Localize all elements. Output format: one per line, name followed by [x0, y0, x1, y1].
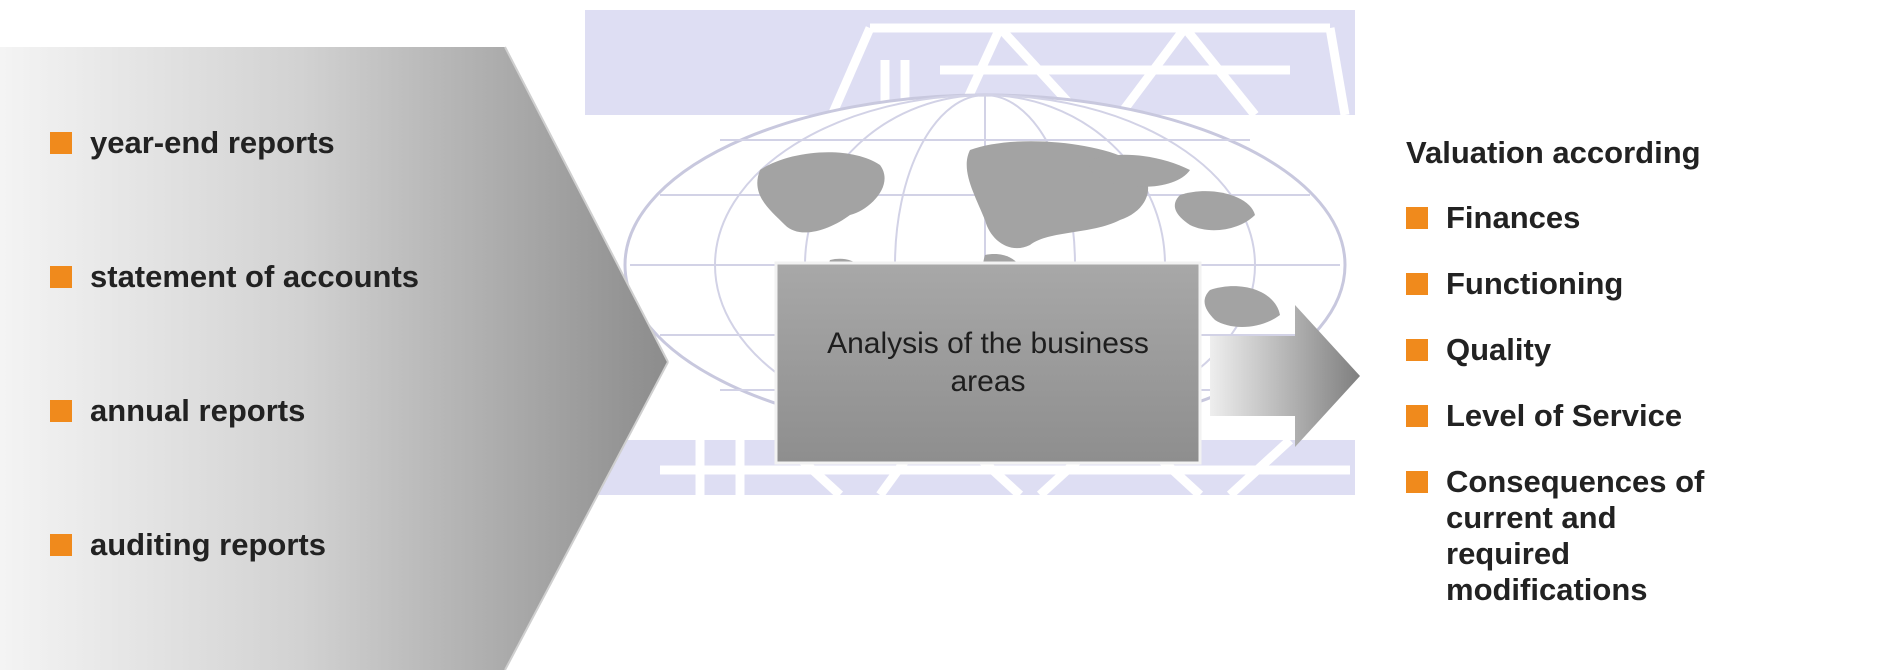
list-item: Finances [1406, 200, 1736, 236]
list-item: Quality [1406, 332, 1736, 368]
orange-square-bullet-icon [1406, 471, 1428, 493]
list-item: statement of accounts [50, 259, 419, 295]
list-item-label: auditing reports [90, 527, 326, 562]
list-item: annual reports [50, 393, 419, 429]
orange-square-bullet-icon [1406, 405, 1428, 427]
list-item-label: statement of accounts [90, 259, 420, 294]
list-item: Consequences of current and required mod… [1406, 464, 1736, 608]
list-item-label: Finances [1446, 200, 1581, 235]
orange-square-bullet-icon [50, 400, 72, 422]
bridge-truss-bottom [660, 436, 1350, 499]
orange-square-bullet-icon [50, 534, 72, 556]
orange-square-bullet-icon [50, 266, 72, 288]
list-item: year-end reports [50, 125, 419, 161]
list-item: Level of Service [1406, 398, 1736, 434]
analysis-box [774, 261, 1202, 465]
chevron-edge-line [504, 361, 669, 670]
orange-square-bullet-icon [1406, 273, 1428, 295]
chevron-edge-line [504, 46, 669, 363]
list-item-label: Consequences of current and required mod… [1446, 464, 1705, 607]
list-item: Functioning [1406, 266, 1736, 302]
analysis-box-label: Analysis of the business areas [827, 327, 1149, 398]
valuation-criteria-list: Finances Functioning Quality Level of Se… [1406, 200, 1736, 638]
orange-square-bullet-icon [1406, 339, 1428, 361]
list-item: auditing reports [50, 527, 419, 563]
input-chevron-shape [0, 47, 668, 670]
orange-square-bullet-icon [1406, 207, 1428, 229]
valuation-heading: Valuation according [1406, 135, 1701, 170]
orange-square-bullet-icon [50, 132, 72, 154]
list-item-label: Level of Service [1446, 398, 1683, 433]
list-item-label: Quality [1446, 332, 1552, 367]
input-reports-list: year-end reports statement of accounts a… [50, 125, 419, 661]
list-item-label: year-end reports [90, 125, 335, 160]
list-item-label: annual reports [90, 393, 306, 428]
list-item-label: Functioning [1446, 266, 1624, 301]
right-arrow-icon [1210, 305, 1360, 447]
